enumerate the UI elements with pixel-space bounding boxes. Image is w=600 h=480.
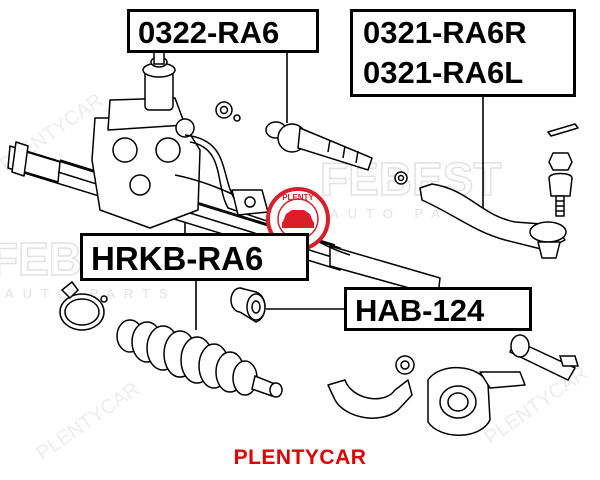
bushing-small [230, 287, 266, 323]
tie-rod-end [419, 123, 579, 259]
part-label-tie-rod-end: 0321-RA6R 0321-RA6L [350, 9, 576, 97]
bracket [327, 379, 413, 419]
part-number-tie-rod: 0322-RA6 [138, 15, 280, 50]
rack-boot [116, 319, 283, 398]
leader-lines [184, 53, 484, 330]
part-label-bushing: HAB-124 [344, 287, 532, 331]
boot-clamp [59, 280, 108, 331]
rack-end-rod [509, 334, 580, 381]
footer-brand: PLENTYCAR [233, 446, 367, 469]
svg-text:PLENTY: PLENTY [282, 193, 314, 202]
part-number-boot: HRKB-RA6 [91, 240, 264, 277]
part-label-boot: HRKB-RA6 [80, 233, 309, 281]
watermark-autoparts-left: AUTO PARTS [5, 286, 177, 301]
stabilizer-parts [327, 355, 526, 436]
cotter-pin [547, 123, 579, 137]
tie-rod [265, 121, 408, 185]
part-label-tie-rod: 0322-RA6 [127, 9, 319, 53]
part-number-tie-rod-end-left: 0321-RA6L [363, 55, 524, 90]
part-number-tie-rod-end-right: 0321-RA6R [363, 15, 527, 50]
part-number-bushing: HAB-124 [355, 293, 485, 328]
